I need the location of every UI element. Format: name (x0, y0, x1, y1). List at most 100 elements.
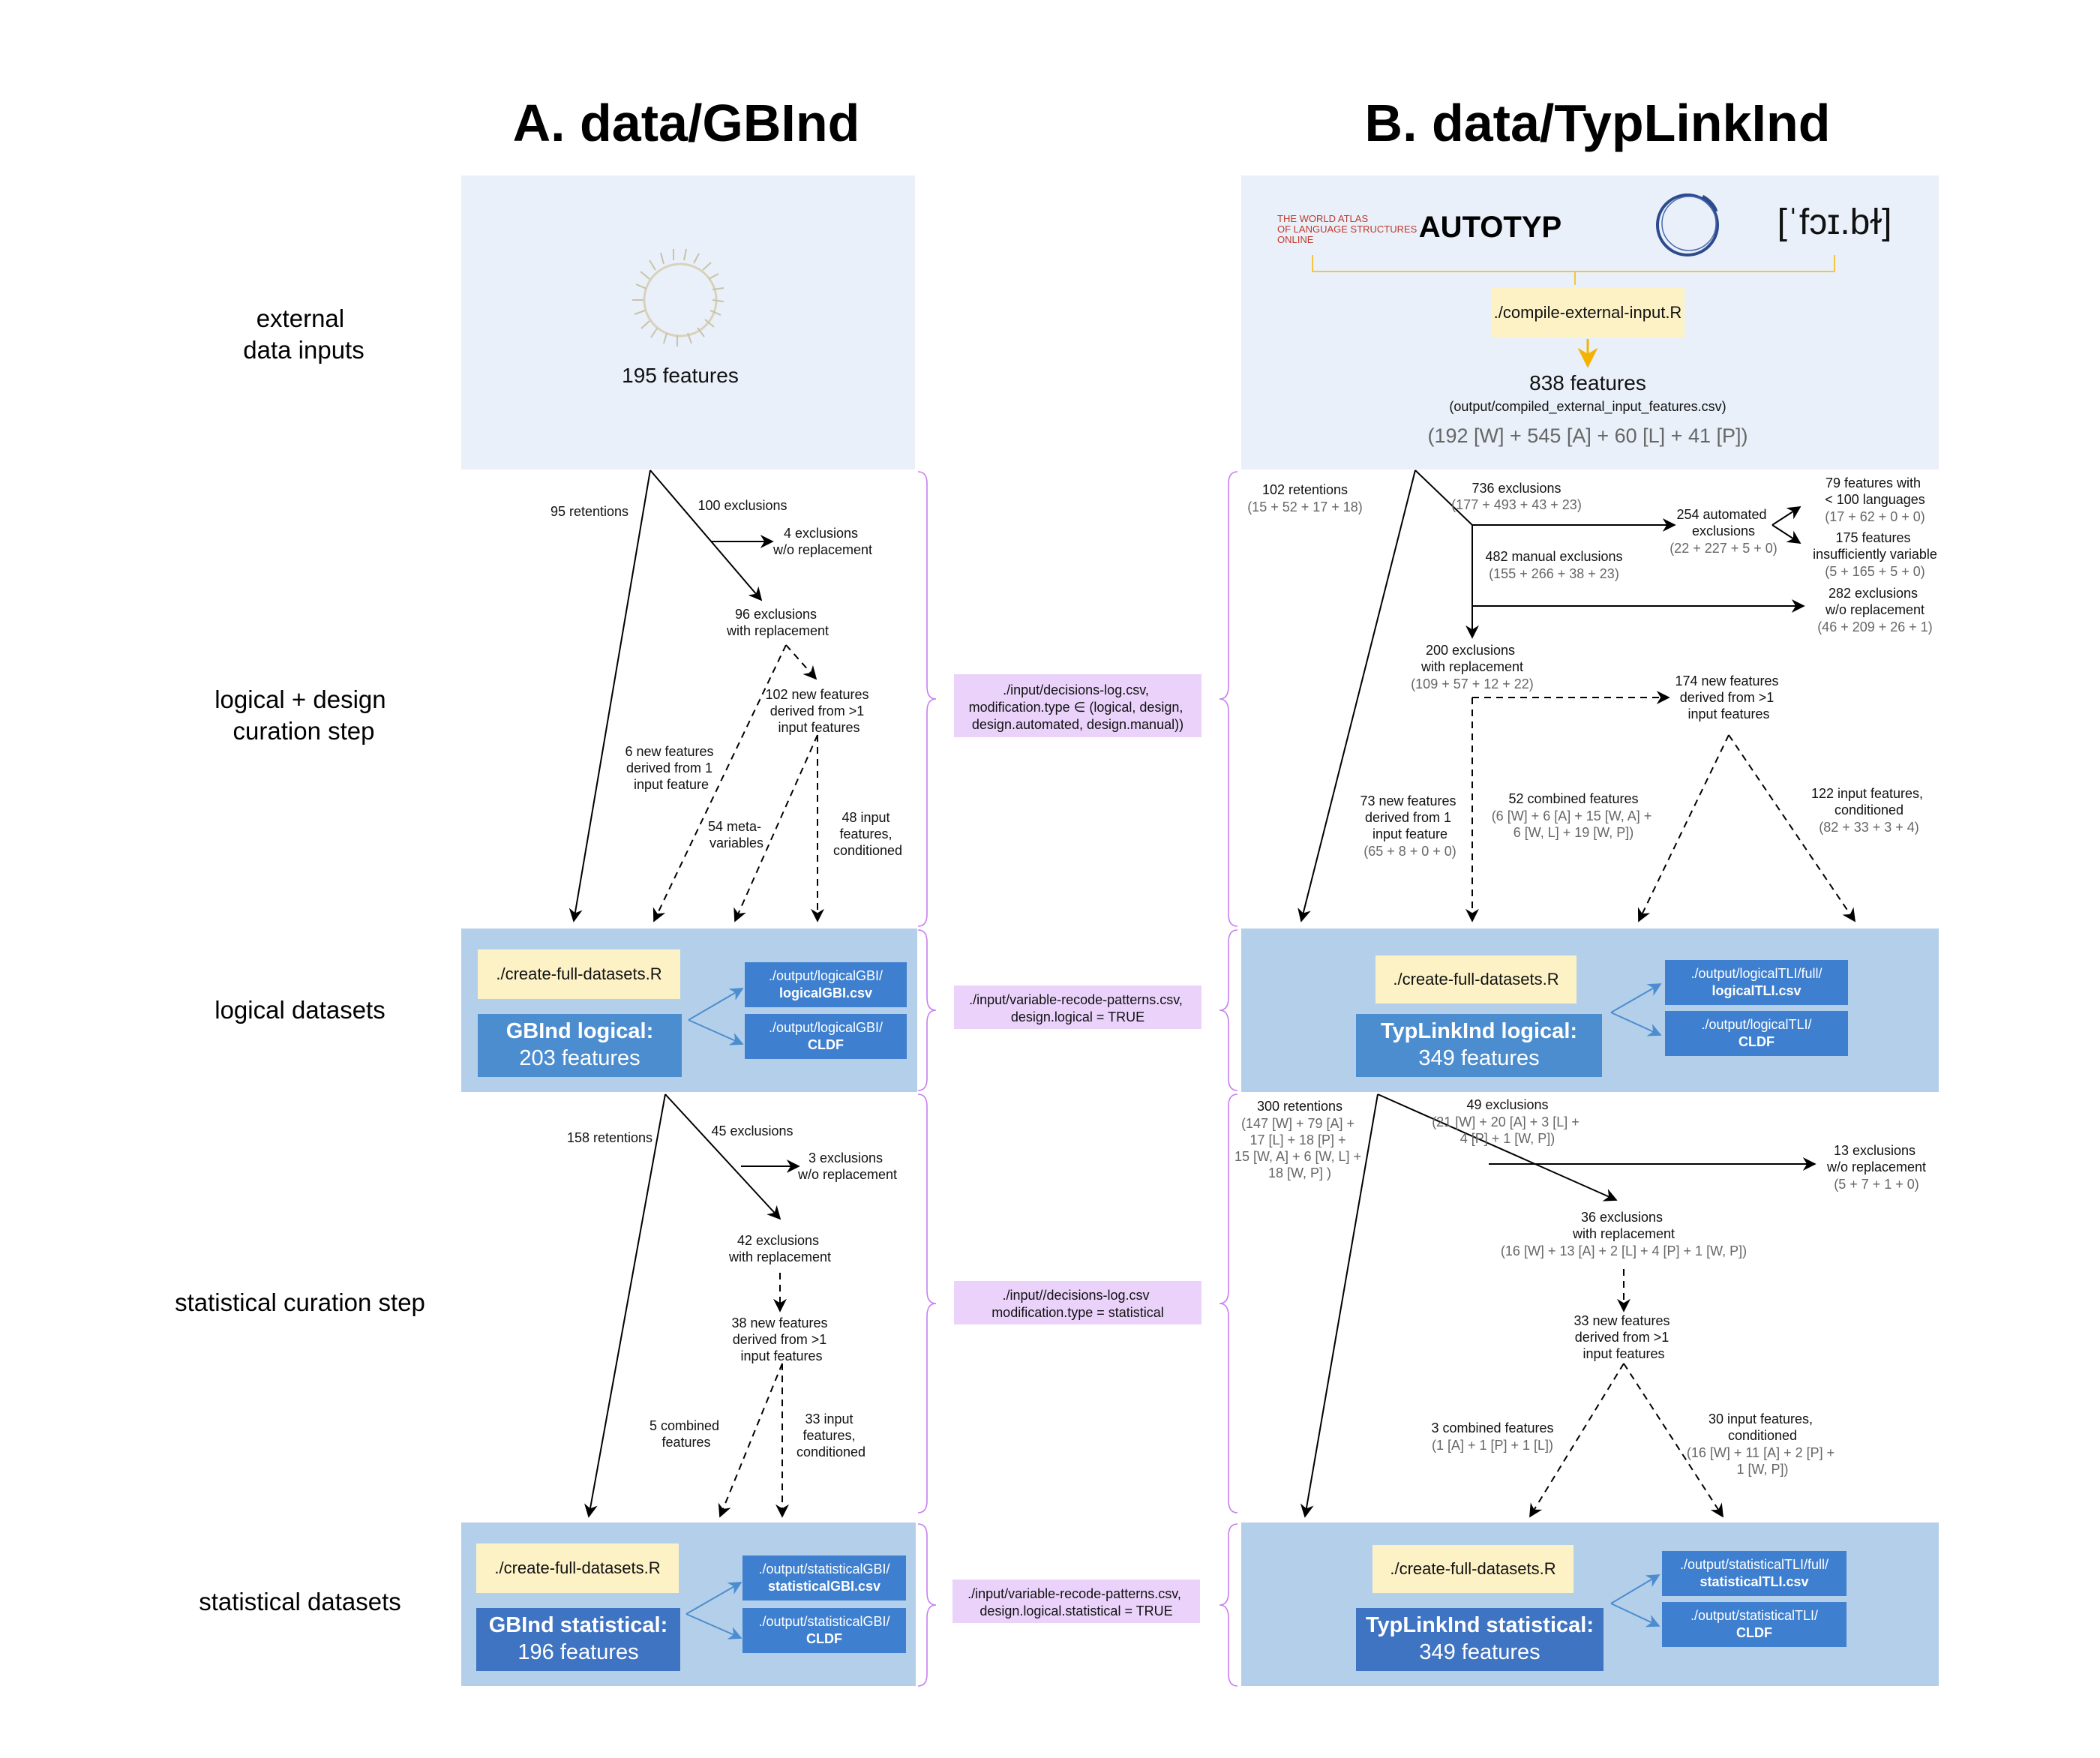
gbind-statistical-exclusions: 45 exclusions (711, 1124, 793, 1138)
typlink-logical-exclusions-detail: (177 + 493 + 43 + 23) (1451, 497, 1582, 512)
typlink-statistical-title-box (1356, 1608, 1604, 1671)
svg-text:statisticalTLI.csv: statisticalTLI.csv (1700, 1574, 1808, 1589)
gbind-external-panel (461, 176, 915, 470)
typlink-logical-arrows (1298, 470, 1856, 922)
gbind-logical-output-csv: ./output/logicalGBI/ logicalGBI.csv (745, 962, 907, 1007)
gbind-logical-script: ./create-full-datasets.R (496, 964, 662, 983)
typlink-logical-few-langs: 79 features with < 100 languages (1825, 476, 1925, 507)
typlink-statistical-arrows (1300, 1094, 1816, 1518)
svg-text:CLDF: CLDF (1738, 1034, 1774, 1049)
typlink-statistical-conditioned-detail: (16 [W] + 11 [A] + 2 [P] + 1 [W, P]) (1687, 1445, 1838, 1477)
typlink-logical-retentions-detail: (15 + 52 + 17 + 18) (1247, 500, 1363, 514)
gbind-statistical-retentions: 158 retentions (567, 1130, 652, 1145)
gbind-statistical-title-box (476, 1608, 680, 1671)
config-decisions-statistical: ./input//decisions-log.csv modification.… (954, 1281, 1202, 1324)
typlink-logical-few-langs-detail: (17 + 62 + 0 + 0) (1825, 509, 1925, 524)
typlink-logical-manual-detail: (155 + 266 + 38 + 23) (1489, 566, 1619, 581)
gbind-external-count: 195 features (622, 364, 739, 387)
typlink-logical-script: ./create-full-datasets.R (1393, 970, 1558, 988)
gbind-logical-output-cldf: ./output/logicalGBI/ CLDF (745, 1014, 907, 1059)
gbind-statistical-output-arrows (686, 1582, 742, 1640)
gbind-statistical-output-cldf: ./output/statisticalGBI/ CLDF (742, 1608, 906, 1653)
svg-text:CLDF: CLDF (806, 1631, 842, 1646)
svg-text:./output/statisticalGBI/: ./output/statisticalGBI/ (758, 1562, 890, 1576)
wals-logo: THE WORLD ATLAS OF LANGUAGE STRUCTURES O… (1277, 213, 1420, 245)
svg-text:./output/logicalTLI/full/: ./output/logicalTLI/full/ (1690, 966, 1822, 981)
row-label-statistical-curation: statistical curation step (175, 1288, 425, 1316)
gbind-logical-title: GBInd logical: (506, 1019, 654, 1043)
svg-text:./output/logicalTLI/: ./output/logicalTLI/ (1701, 1017, 1811, 1032)
typlink-statistical-script-box (1372, 1545, 1574, 1593)
typlink-logical-new-single: 73 new features derived from 1 input fea… (1360, 794, 1460, 842)
gbind-statistical-excl-with: 42 exclusions with replacement (728, 1233, 831, 1264)
gbind-logical-excl-without: 4 exclusions w/o replacement (772, 526, 872, 557)
row-label-external: external data inputs (243, 304, 364, 364)
typlink-statistical-excl-with: 36 exclusions with replacement (1572, 1210, 1675, 1241)
typlink-logical-new-multi: 174 new features derived from >1 input f… (1675, 674, 1782, 722)
typlink-statistical-exclusions-detail: (21 [W] + 20 [A] + 3 [L] + 4 [P] + 1 [W,… (1432, 1114, 1583, 1146)
typlink-logical-output-cldf: ./output/logicalTLI/ CLDF (1665, 1011, 1848, 1056)
svg-text:./input/decisions-log.csv,: ./input/decisions-log.csv, modification.… (969, 682, 1187, 732)
typlink-statistical-conditioned: 30 input features, conditioned (1708, 1412, 1816, 1443)
gbind-statistical-new-multi: 38 new features derived from >1 input fe… (731, 1316, 831, 1364)
svg-text:./output/statisticalTLI/full/: ./output/statisticalTLI/full/ (1680, 1557, 1828, 1572)
typlink-logical-insuff-detail: (5 + 165 + 5 + 0) (1825, 564, 1925, 579)
row-label-logical-curation: logical + design curation step (214, 686, 393, 745)
gbind-statistical-arrows (584, 1094, 800, 1518)
svg-text:./output/logicalGBI/: ./output/logicalGBI/ (769, 968, 883, 983)
gbind-logical-meta: 54 meta- variables (708, 819, 765, 850)
typlink-statistical-new-multi: 33 new features derived from >1 input fe… (1574, 1313, 1673, 1361)
header-typlinkind: B. data/TypLinkInd (1365, 94, 1831, 152)
typlink-logical-insuff: 175 features insufficiently variable (1813, 530, 1937, 562)
svg-text:./output/logicalGBI/: ./output/logicalGBI/ (769, 1020, 883, 1035)
phoible-logo: [ˈfɔɪ.bɫ] (1778, 202, 1892, 242)
typlink-logical-automated-detail: (22 + 227 + 5 + 0) (1670, 541, 1778, 556)
typlink-statistical-combined: 3 combined features (1431, 1420, 1553, 1436)
header-gbind: A. data/GBInd (513, 94, 860, 152)
typlink-logical-combined: 52 combined features (1508, 791, 1638, 806)
typlink-external-file: (output/compiled_external_input_features… (1449, 399, 1726, 415)
typlink-logical-title: TypLinkInd logical: (1381, 1019, 1577, 1043)
gbind-logical-new-multi: 102 new features derived from >1 input f… (765, 687, 872, 735)
typlink-logical-new-single-detail: (65 + 8 + 0 + 0) (1364, 844, 1456, 859)
typlink-statistical-excl-without: 13 exclusions w/o replacement (1826, 1143, 1926, 1174)
typlink-logical-output-arrows (1610, 983, 1662, 1036)
typlink-logical-output-csv: ./output/logicalTLI/full/ logicalTLI.csv (1665, 960, 1848, 1005)
lapsyd-circle-icon (1656, 194, 1719, 256)
sources-bracket (1312, 255, 1835, 285)
gbind-statistical-script: ./create-full-datasets.R (494, 1558, 660, 1577)
typlink-statistical-title: TypLinkInd statistical: (1366, 1613, 1594, 1637)
typlink-logical-manual: 482 manual exclusions (1485, 549, 1622, 564)
typlink-statistical-excl-without-detail: (5 + 7 + 1 + 0) (1834, 1177, 1919, 1192)
typlink-logical-title-box (1356, 1014, 1602, 1077)
gbind-logical-retentions: 95 retentions (550, 504, 628, 519)
gbind-statistical-conditioned: 33 input features, conditioned (796, 1412, 866, 1460)
typlink-logical-excl-without-detail: (46 + 209 + 26 + 1) (1817, 620, 1933, 634)
typlink-logical-conditioned-detail: (82 + 33 + 3 + 4) (1819, 820, 1919, 835)
brace-group (917, 471, 1238, 1687)
gbind-logical-arrows (568, 470, 824, 922)
config-recode-statistical: ./input/variable-recode-patterns.csv, de… (952, 1580, 1200, 1623)
typlink-statistical-retentions: 300 retentions (1257, 1099, 1342, 1114)
gbind-logical-excl-with: 96 exclusions with replacement (726, 607, 829, 638)
typlink-statistical-exclusions: 49 exclusions (1466, 1097, 1548, 1112)
svg-text:./input/variable-recode-patter: ./input/variable-recode-patterns.csv, de… (969, 992, 1186, 1024)
typlink-external-breakdown: (192 [W] + 545 [A] + 60 [L] + 41 [P]) (1428, 424, 1748, 447)
gbind-statistical-output-csv: ./output/statisticalGBI/ statisticalGBI.… (742, 1556, 906, 1600)
svg-text:CLDF: CLDF (808, 1037, 844, 1052)
typlink-statistical-combined-detail: (1 [A] + 1 [P] + 1 [L]) (1432, 1438, 1553, 1453)
autotyp-logo: AUTOTYP (1419, 211, 1562, 244)
gbind-logical-title-box (478, 1014, 682, 1077)
typlink-statistical-retentions-detail: (147 [W] + 79 [A] + 17 [L] + 18 [P] + 15… (1234, 1116, 1365, 1180)
row-label-statistical-datasets: statistical datasets (199, 1588, 401, 1616)
svg-text:statisticalGBI.csv: statisticalGBI.csv (768, 1579, 880, 1594)
compile-script-box (1491, 288, 1684, 338)
config-decisions-logical: ./input/decisions-log.csv, modification.… (954, 674, 1202, 737)
typlink-statistical-output-csv: ./output/statisticalTLI/full/ statistica… (1662, 1551, 1846, 1596)
typlink-logical-count: 349 features (1418, 1046, 1539, 1070)
gbind-statistical-combined: 5 combined features (650, 1418, 723, 1450)
typlink-statistical-count: 349 features (1419, 1640, 1540, 1664)
gbind-logical-new-single: 6 new features derived from 1 input feat… (625, 744, 717, 792)
svg-text:CLDF: CLDF (1736, 1625, 1772, 1640)
